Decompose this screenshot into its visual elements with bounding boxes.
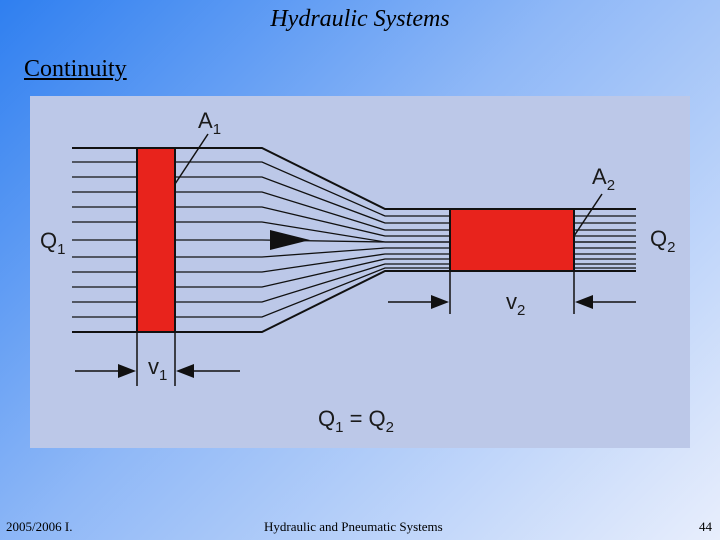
- label-a1: A1: [198, 108, 221, 138]
- footer-course-title: Hydraulic and Pneumatic Systems: [264, 519, 443, 534]
- fluid-slab-a2: [449, 208, 575, 272]
- flow-direction-arrow: [270, 230, 310, 250]
- continuity-equation: Q1 = Q2: [318, 406, 394, 436]
- label-q2: Q2: [650, 226, 675, 256]
- footer-semester: 2005/2006 I.: [6, 519, 73, 534]
- continuity-diagram: A1 A2 Q1 Q2 v1 v2 Q1 = Q2: [30, 96, 690, 448]
- slide-title: Hydraulic Systems: [270, 6, 450, 32]
- a1-leader: [174, 133, 209, 185]
- label-v1: v1: [148, 354, 167, 384]
- diagram-svg: A1 A2 Q1 Q2 v1 v2 Q1 = Q2: [40, 108, 675, 436]
- v2-right-arrowhead: [575, 295, 593, 309]
- label-q1: Q1: [40, 228, 65, 258]
- v1-right-arrowhead: [176, 364, 194, 378]
- fluid-slab-a1: [136, 147, 176, 333]
- label-v2: v2: [506, 289, 525, 319]
- label-a2: A2: [592, 164, 615, 194]
- v1-left-arrowhead: [118, 364, 136, 378]
- slide-subtitle: Continuity: [24, 56, 127, 82]
- footer-page-number: 44: [699, 519, 712, 534]
- v2-left-arrowhead: [431, 295, 449, 309]
- a2-leader: [573, 193, 603, 237]
